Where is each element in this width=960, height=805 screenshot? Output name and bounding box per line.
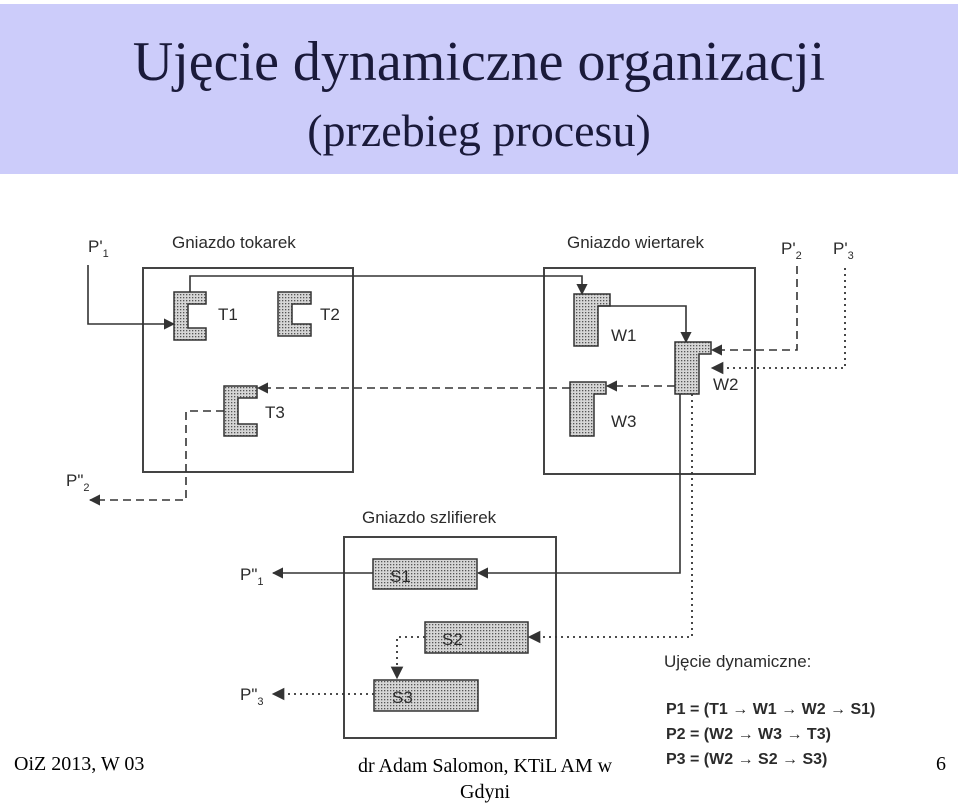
input-p1-label: P'1	[88, 237, 109, 260]
legend-line-p2: P2 = (W2 → W3 → T3)	[666, 726, 831, 743]
slide-title: Ujęcie dynamiczne organizacji	[132, 31, 826, 93]
machine-t3-shape	[223, 385, 258, 437]
machine-w1-label: W1	[611, 326, 637, 345]
machine-w2-shape	[674, 341, 712, 395]
machine-w3-shape	[569, 381, 607, 437]
machine-t3-label: T3	[265, 403, 285, 422]
slide-subtitle: (przebieg procesu)	[307, 105, 651, 156]
machine-t1-shape	[173, 291, 207, 341]
flow-p2-output	[88, 410, 224, 506]
title-banner	[0, 4, 958, 174]
footer-course: OiZ 2013, W 03	[14, 753, 145, 775]
machine-w1-shape	[573, 293, 611, 347]
machine-w3-label: W3	[611, 412, 637, 431]
input-p3-label: P'3	[833, 239, 854, 262]
flow-p1-w2-s1	[476, 394, 681, 579]
legend-line-p1: P1 = (T1 → W1 → W2 → S1)	[666, 701, 875, 718]
nest-drilling-label: Gniazdo wiertarek	[567, 233, 705, 252]
footer-author: dr Adam Salomon, KTiL AM w Gdyni	[357, 755, 613, 803]
output-p3-label: P"3	[240, 685, 264, 708]
output-p1-label: P"1	[240, 565, 264, 588]
machine-s2-shape	[424, 621, 529, 654]
output-p2-label: P"2	[66, 471, 90, 494]
flow-p3-input	[710, 268, 846, 375]
nest-turning-box	[142, 267, 354, 473]
machine-t2-shape	[277, 291, 312, 337]
nest-drilling-box	[543, 267, 756, 475]
flow-p1-w1-w2	[598, 305, 692, 344]
footer-page-number: 6	[936, 753, 946, 775]
machine-s1-shape	[372, 558, 478, 590]
nest-turning-label: Gniazdo tokarek	[172, 233, 296, 252]
machine-w2-label: W2	[713, 375, 739, 394]
flow-p1-t1-w1	[189, 275, 588, 296]
machine-s1-label: S1	[390, 567, 411, 586]
legend-line-p3: P3 = (W2 → S2 → S3)	[666, 751, 827, 768]
input-p2-label: P'2	[781, 239, 802, 262]
machine-s2-label: S2	[442, 630, 463, 649]
nest-grinding-label: Gniazdo szlifierek	[362, 508, 497, 527]
machine-s3-label: S3	[392, 688, 413, 707]
machine-t1-label: T1	[218, 305, 238, 324]
flow-p1-input	[87, 265, 176, 330]
machine-s3-shape	[373, 679, 479, 712]
machine-t2-label: T2	[320, 305, 340, 324]
legend-title: Ujęcie dynamiczne:	[664, 652, 811, 671]
flow-p2-input	[710, 266, 798, 356]
flow-p3-s2-s3	[390, 636, 425, 680]
